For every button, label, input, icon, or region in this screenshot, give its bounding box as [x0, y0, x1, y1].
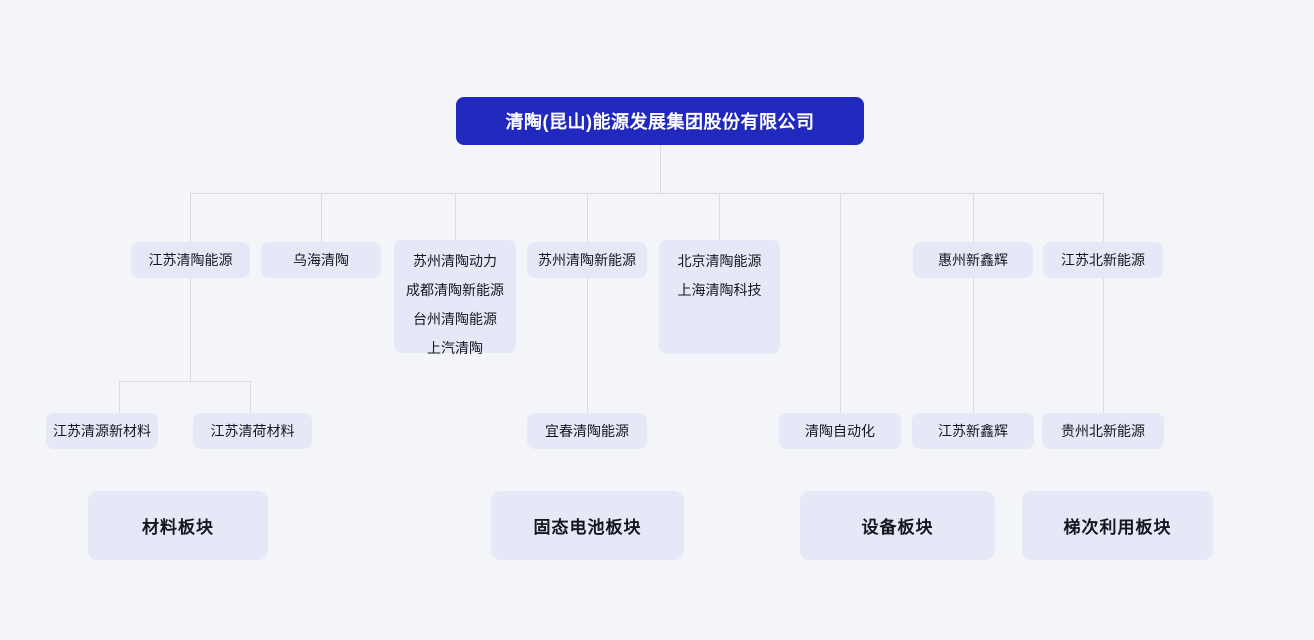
org-node-jiangsu-beixin-energy[interactable]: 江苏北新能源 — [1043, 242, 1163, 278]
connector-jiangsu-qingtao-stem — [190, 278, 191, 381]
connector-drop-qinghe — [250, 381, 251, 413]
org-node-line: 北京清陶能源 — [677, 253, 762, 269]
group-label-materials[interactable]: 材料板块 — [88, 491, 268, 560]
org-node-jiangsu-qingtao-energy[interactable]: 江苏清陶能源 — [131, 242, 250, 278]
connector-suzhou-new-to-yichun — [587, 278, 588, 413]
org-node-beijing-shanghai-group[interactable]: 北京清陶能源 上海清陶科技 — [659, 240, 780, 354]
connector-drop-qingtao-automation — [840, 193, 841, 413]
connector-drop-jiangsu-qingtao — [190, 193, 191, 242]
group-label-equipment[interactable]: 设备板块 — [800, 491, 995, 560]
org-node-line: 台州清陶能源 — [413, 311, 497, 327]
org-node-suzhou-qingtao-new-energy[interactable]: 苏州清陶新能源 — [527, 242, 647, 278]
org-node-jiangsu-qingyuan-materials[interactable]: 江苏清源新材料 — [46, 413, 158, 449]
connector-jiangsu-beixin-to-guizhou — [1103, 278, 1104, 413]
connector-drop-jiangsu-beixin — [1103, 193, 1104, 242]
connector-root-drop — [660, 145, 661, 193]
group-label-solid-state-battery[interactable]: 固态电池板块 — [491, 491, 684, 560]
org-node-line: 成都清陶新能源 — [406, 282, 504, 298]
connector-drop-beijing-group — [719, 193, 720, 240]
org-node-wuhai-qingtao[interactable]: 乌海清陶 — [261, 242, 381, 278]
connector-drop-huizhou — [973, 193, 974, 242]
org-node-huizhou-xinxinhui[interactable]: 惠州新鑫辉 — [913, 242, 1033, 278]
org-node-root[interactable]: 清陶(昆山)能源发展集团股份有限公司 — [456, 97, 864, 145]
org-node-line: 苏州清陶动力 — [413, 253, 497, 269]
group-label-cascade-reuse[interactable]: 梯次利用板块 — [1022, 491, 1213, 560]
org-node-guizhou-beixin-energy[interactable]: 贵州北新能源 — [1042, 413, 1164, 449]
org-node-jiangsu-qinghe-materials[interactable]: 江苏清荷材料 — [193, 413, 312, 449]
org-node-qingtao-automation[interactable]: 清陶自动化 — [779, 413, 901, 449]
connector-huizhou-to-jiangsu-xinxinhui — [973, 278, 974, 413]
org-node-jiangsu-xinxinhui[interactable]: 江苏新鑫辉 — [912, 413, 1034, 449]
connector-jiangsu-qingtao-tee — [119, 381, 250, 382]
org-node-line: 上汽清陶 — [427, 340, 483, 356]
org-node-yichun-qingtao-energy[interactable]: 宜春清陶能源 — [527, 413, 647, 449]
connector-drop-suzhou-new — [587, 193, 588, 242]
connector-drop-wuhai — [321, 193, 322, 242]
org-node-suzhou-power-group[interactable]: 苏州清陶动力 成都清陶新能源 台州清陶能源 上汽清陶 — [394, 240, 516, 356]
connector-level2-bus — [190, 193, 1103, 194]
org-node-line: 上海清陶科技 — [677, 282, 762, 298]
connector-drop-suzhou-group — [455, 193, 456, 240]
connector-drop-qingyuan — [119, 381, 120, 413]
